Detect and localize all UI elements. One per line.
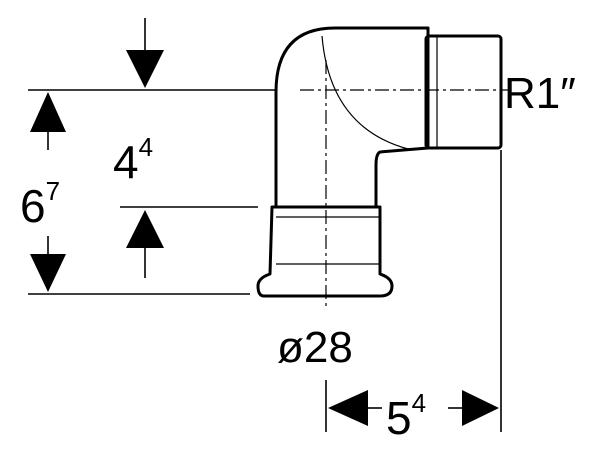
thread-size-label: R1″ (504, 69, 576, 118)
pipe-diameter-label: ø28 (277, 323, 353, 372)
arrow-up-icon (30, 92, 66, 132)
arrow-down-icon (30, 254, 66, 292)
thread-length-value: 54 (386, 388, 426, 444)
socket-height-dimension: 44 (113, 18, 164, 278)
arrow-right-icon (462, 390, 499, 426)
thread-length-dimension: 54 (328, 388, 499, 444)
socket-height-value: 44 (113, 132, 153, 188)
elbow-fitting (256, 26, 503, 298)
arrow-up-icon (126, 210, 164, 248)
elbow-outline (274, 26, 430, 209)
arrow-down-icon (126, 50, 164, 88)
elbow-inner-lines (276, 35, 438, 265)
centre-lines (300, 60, 510, 310)
press-socket (256, 205, 394, 298)
extension-lines (28, 89, 502, 432)
overall-height-dimension: 67 (20, 92, 66, 292)
arrow-left-icon (328, 390, 368, 426)
overall-height-value: 67 (20, 176, 60, 232)
threaded-end (424, 34, 503, 150)
